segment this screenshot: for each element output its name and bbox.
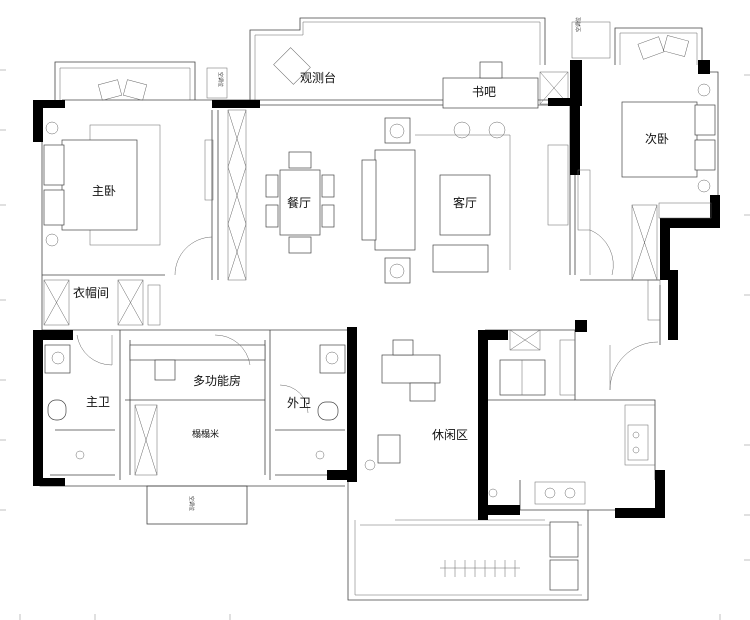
doors [76, 229, 659, 414]
outline-walls [39, 17, 719, 601]
structural-walls [33, 60, 720, 520]
room-label-master-bathroom: 主卫 [86, 395, 110, 409]
room-label-study-bar: 书吧 [472, 85, 496, 99]
room-label-dining-room: 餐厅 [287, 195, 311, 210]
ac-unit-label-left: 空调位 [217, 72, 224, 87]
room-label-observation-deck: 观测台 [300, 70, 336, 85]
room-label-master-bedroom: 主卧 [92, 184, 116, 198]
room-label-multi-function-room: 多功能房 [193, 373, 241, 388]
ac-unit-label-bottom: 空调位 [188, 496, 195, 511]
room-label-second-bedroom: 次卧 [645, 132, 669, 146]
room-label-living-room: 客厅 [453, 195, 477, 210]
cabinets [43, 109, 712, 476]
room-label-guest-bathroom: 外卫 [287, 396, 311, 410]
room-label-cloakroom: 衣帽间 [73, 285, 109, 300]
room-label-leisure-area: 休闲区 [432, 428, 468, 442]
ac-unit-label-right: 空调位 [575, 17, 582, 32]
room-label-tatami: 榻榻米 [192, 428, 219, 440]
edge-ticks [0, 69, 750, 620]
furniture [43, 35, 716, 591]
